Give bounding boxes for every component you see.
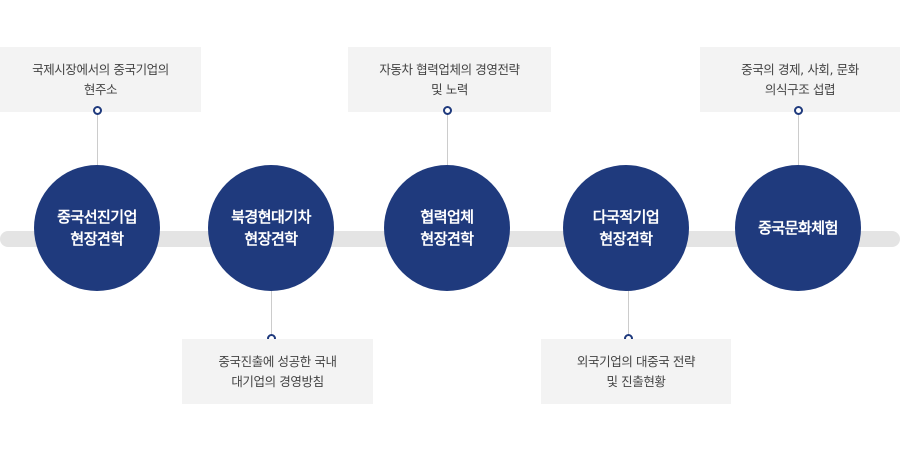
stage-4-note-line2: 및 진출현황	[606, 373, 666, 389]
stage-2-connector-line	[271, 290, 272, 336]
stage-4-note: 외국기업의 대중국 전략 및 진출현황	[541, 339, 731, 404]
stage-5-connector-dot	[794, 106, 803, 115]
stage-3-note-line2: 및 노력	[431, 81, 468, 97]
stage-1-connector-dot	[93, 106, 102, 115]
stage-1-note: 국제시장에서의 중국기업의 현주소	[0, 47, 201, 112]
stage-3-circle: 협력업체 현장견학	[384, 165, 510, 291]
stage-1-note-line1: 국제시장에서의 중국기업의	[32, 61, 169, 77]
stage-3-title-line1: 협력업체	[420, 208, 474, 226]
stage-5-note-line2: 의식구조 섭렵	[764, 81, 836, 97]
stage-3-note-line1: 자동차 협력업체의 경영전략	[379, 61, 520, 77]
stage-1-note-line2: 현주소	[83, 81, 118, 97]
stage-2-note-line1: 중국진출에 성공한 국내	[218, 353, 337, 369]
stage-5-circle: 중국문화체험	[735, 165, 861, 291]
stage-4-circle: 다국적기업 현장견학	[563, 165, 689, 291]
stage-2-title-line2: 현장견학	[244, 230, 298, 248]
stage-4-title-line2: 현장견학	[599, 230, 653, 248]
stage-5-note-line1: 중국의 경제, 사회, 문화	[741, 61, 859, 77]
stage-2-title-line1: 북경현대기차	[231, 208, 311, 226]
stage-2-note-line2: 대기업의 경영방침	[231, 373, 324, 389]
stage-1-title-line2: 현장견학	[70, 230, 124, 248]
stage-2-note: 중국진출에 성공한 국내 대기업의 경영방침	[182, 339, 373, 404]
stage-4-title-line1: 다국적기업	[592, 208, 660, 226]
stage-5-title-line1: 중국문화체험	[758, 219, 838, 237]
stage-2-circle: 북경현대기차 현장견학	[208, 165, 334, 291]
stage-1-connector-line	[97, 115, 98, 167]
stage-4-connector-line	[628, 290, 629, 336]
stage-3-title-line2: 현장견학	[420, 230, 474, 248]
stage-3-connector-line	[447, 115, 448, 167]
stage-5-connector-line	[798, 115, 799, 167]
stage-4-note-line1: 외국기업의 대중국 전략	[576, 353, 696, 369]
stage-3-note: 자동차 협력업체의 경영전략 및 노력	[348, 47, 551, 112]
stage-1-title-line1: 중국선진기업	[57, 208, 137, 226]
stage-3-connector-dot	[443, 106, 452, 115]
stage-5-note: 중국의 경제, 사회, 문화 의식구조 섭렵	[700, 47, 900, 112]
stage-1-circle: 중국선진기업 현장견학	[34, 165, 160, 291]
